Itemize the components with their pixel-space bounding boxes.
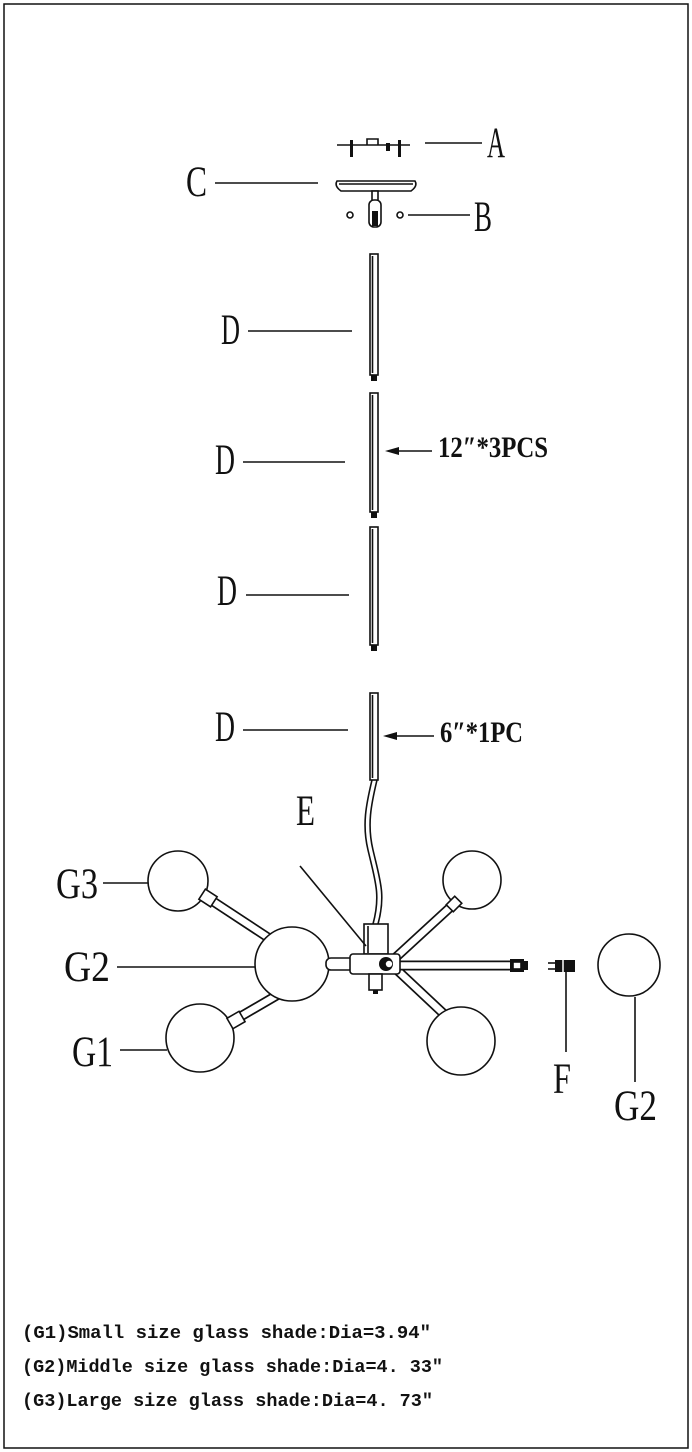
rod-3	[369, 526, 379, 651]
arm-right	[398, 959, 528, 972]
callout-12in-arrow	[385, 447, 432, 455]
socket-upper-right	[445, 895, 463, 913]
label-c: C	[186, 159, 207, 206]
socket-g1	[225, 1010, 247, 1030]
globe-g2-spare	[597, 933, 661, 997]
note-g1: (G1)Small size glass shade:Dia=3.94″	[22, 1324, 431, 1344]
arm-lower-right	[392, 965, 449, 1019]
mounting-bracket	[337, 138, 410, 157]
callout-6in: 6″*1PC	[440, 716, 523, 749]
label-g2: G2	[64, 944, 110, 991]
label-e: E	[296, 788, 315, 835]
callout-6in-arrow	[383, 732, 434, 740]
label-d1: D	[221, 307, 240, 354]
rod-1	[369, 253, 379, 381]
leader-e	[299, 865, 367, 947]
label-f: F	[553, 1056, 571, 1103]
label-d3: D	[217, 568, 237, 615]
hook-and-screws	[346, 190, 404, 228]
canopy	[335, 180, 417, 192]
arm-upper-right	[390, 898, 460, 963]
label-g3: G3	[56, 861, 98, 908]
globe-lower-right	[426, 1006, 496, 1076]
power-cord	[364, 779, 383, 925]
label-g2-spare: G2	[614, 1083, 657, 1130]
label-d2: D	[215, 437, 235, 484]
callout-12in: 12″*3PCS	[438, 431, 548, 464]
rod-2	[369, 392, 379, 518]
page-border	[3, 3, 689, 1449]
label-a: A	[487, 120, 505, 167]
rod-4	[369, 692, 379, 781]
globe-g2	[254, 926, 330, 1002]
note-g3: (G3)Large size glass shade:Dia=4. 73″	[22, 1392, 433, 1412]
label-g1: G1	[72, 1029, 113, 1076]
label-d4: D	[215, 704, 235, 751]
globe-g3	[147, 850, 209, 912]
note-g2: (G2)Middle size glass shade:Dia=4. 33″	[22, 1358, 443, 1378]
globe-g1	[165, 1003, 235, 1073]
socket-g3	[197, 888, 219, 908]
label-b: B	[474, 194, 492, 241]
connector-f	[548, 960, 575, 972]
center-body	[349, 923, 401, 994]
globe-upper-right	[442, 850, 502, 910]
